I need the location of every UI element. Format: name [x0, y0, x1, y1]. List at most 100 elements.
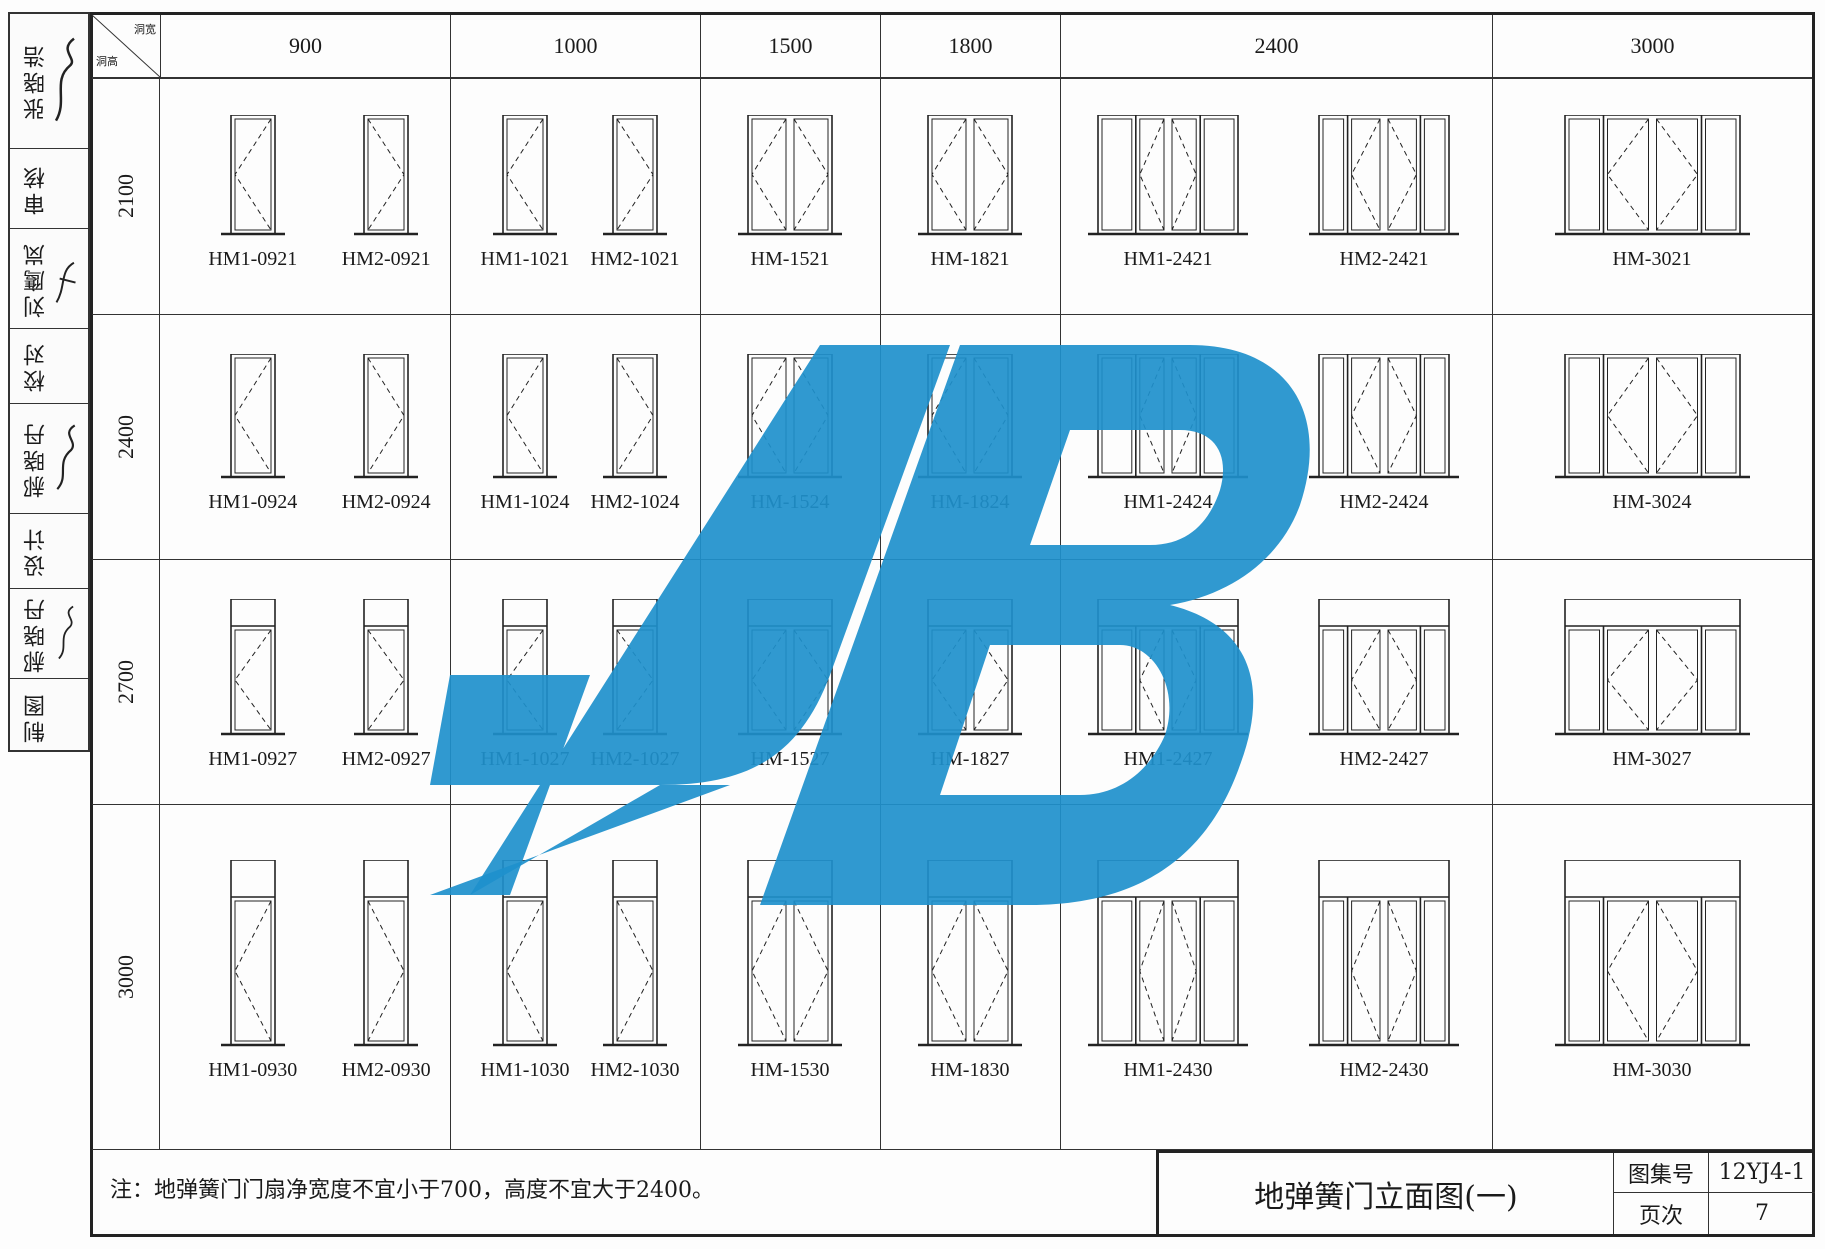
row-height-value: 3000	[112, 955, 138, 999]
door-code-label: HM-3030	[1612, 1059, 1692, 1082]
door-elevation	[1088, 115, 1248, 240]
handwritten-signature	[54, 37, 75, 122]
row-height-label: 2700	[92, 560, 160, 804]
col-head-3000: 3000	[1492, 15, 1812, 77]
grid-divider	[1492, 315, 1812, 559]
door-elevation	[354, 860, 419, 1051]
door-elevation	[220, 599, 285, 740]
door-code-label: HM2-1024	[590, 491, 680, 514]
door-code-label: HM2-0924	[341, 491, 431, 514]
door-elevation	[603, 354, 667, 483]
door-elevation	[1309, 599, 1459, 740]
header-row: 洞宽 洞高 900 1000 1500 1800 2400 3000	[92, 15, 1812, 79]
grid-divider	[450, 805, 700, 1149]
atlas-label: 图集号	[1614, 1153, 1709, 1193]
door-code-label: HM-3021	[1612, 248, 1692, 271]
handwritten-signature	[58, 605, 74, 660]
door-elevation	[918, 115, 1022, 240]
grid-divider	[450, 77, 700, 314]
drawing-frame	[90, 12, 1815, 1237]
door-elevation	[493, 860, 557, 1051]
door-elevation	[1554, 599, 1750, 740]
row-height-value: 2400	[112, 415, 138, 459]
door-code-label: HM1-0921	[208, 248, 298, 271]
sig-cell-name-3: 郝晓丹	[10, 404, 88, 514]
signer-role: 制图	[24, 690, 49, 743]
door-elevation	[603, 599, 667, 740]
door-elevation	[354, 599, 419, 740]
grid-divider	[700, 77, 880, 314]
drawing-note: 注：地弹簧门门扇净宽度不宜小于700，高度不宜大于2400。	[110, 1178, 714, 1203]
door-code-label: HM1-2430	[1123, 1059, 1213, 1082]
door-code-label: HM2-0921	[341, 248, 431, 271]
door-code-label: HM2-2421	[1339, 248, 1429, 271]
grid-divider	[1492, 77, 1812, 314]
signer-role: 审核	[24, 162, 49, 215]
door-code-label: HM1-2421	[1123, 248, 1213, 271]
door-code-label: HM2-1027	[590, 748, 680, 771]
door-code-label: HM1-2424	[1123, 491, 1213, 514]
row-height-value: 2700	[112, 660, 138, 704]
atlas-number: 12YJ4-1	[1709, 1153, 1815, 1193]
door-elevation	[1088, 599, 1248, 740]
signature-strip: 张晓浩 审核 刘鹰岚 校对 郝晓丹 设计 郝晓丹 制图	[8, 12, 90, 752]
door-code-label: HM-3027	[1612, 748, 1692, 771]
door-elevation	[1554, 354, 1750, 483]
door-elevation	[493, 354, 557, 483]
door-code-label: HM2-0927	[341, 748, 431, 771]
door-code-label: HM1-0930	[208, 1059, 298, 1082]
sig-cell-role-1: 审核	[10, 149, 88, 229]
grid-divider	[880, 77, 1060, 314]
row-height-label: 2400	[92, 315, 160, 559]
grid-divider	[1060, 77, 1492, 314]
door-code-label: HM1-1021	[480, 248, 570, 271]
door-elevation	[738, 354, 842, 483]
row-height-value: 2100	[112, 173, 138, 218]
door-elevation	[738, 115, 842, 240]
door-elevation	[220, 860, 285, 1051]
door-code-label: HM-1524	[750, 491, 830, 514]
col-head-900: 900	[160, 15, 450, 77]
door-code-label: HM2-0930	[341, 1059, 431, 1082]
door-elevation	[220, 115, 285, 240]
door-code-label: HM-1830	[930, 1059, 1010, 1082]
door-code-label: HM-1527	[750, 748, 830, 771]
grid-divider	[880, 805, 1060, 1149]
corner-width-label: 洞宽	[134, 23, 156, 36]
door-elevation	[1088, 860, 1248, 1051]
corner-diagonal	[92, 15, 160, 77]
corner-height-label: 洞高	[96, 55, 118, 68]
door-elevation	[738, 599, 842, 740]
row-height-label: 3000	[92, 805, 160, 1149]
sig-cell-name-4: 郝晓丹	[10, 589, 88, 679]
door-code-label: HM-1824	[930, 491, 1010, 514]
door-code-label: HM1-0927	[208, 748, 298, 771]
door-code-label: HM-3024	[1612, 491, 1692, 514]
door-elevation	[918, 354, 1022, 483]
handwritten-signature	[56, 424, 76, 490]
door-elevation	[1309, 115, 1459, 240]
handwritten-signature	[55, 261, 76, 303]
door-code-label: HM1-2427	[1123, 748, 1213, 771]
door-code-label: HM2-2427	[1339, 748, 1429, 771]
door-code-label: HM2-2424	[1339, 491, 1429, 514]
grid-divider	[1492, 805, 1812, 1149]
door-elevation	[1554, 860, 1750, 1051]
grid-divider	[700, 805, 880, 1149]
door-elevation	[220, 354, 285, 483]
door-elevation	[738, 860, 842, 1051]
page-number: 7	[1755, 1201, 1769, 1226]
door-code-label: HM2-1021	[590, 248, 680, 271]
door-elevation	[493, 599, 557, 740]
corner-cell: 洞宽 洞高	[92, 15, 160, 77]
door-elevation	[1088, 354, 1248, 483]
door-code-label: HM1-1027	[480, 748, 570, 771]
door-code-label: HM1-1024	[480, 491, 570, 514]
title-block: 地弹簧门立面图(一) 图集号 12YJ4-1 页次 7	[1156, 1150, 1815, 1234]
door-code-label: HM2-1030	[590, 1059, 680, 1082]
